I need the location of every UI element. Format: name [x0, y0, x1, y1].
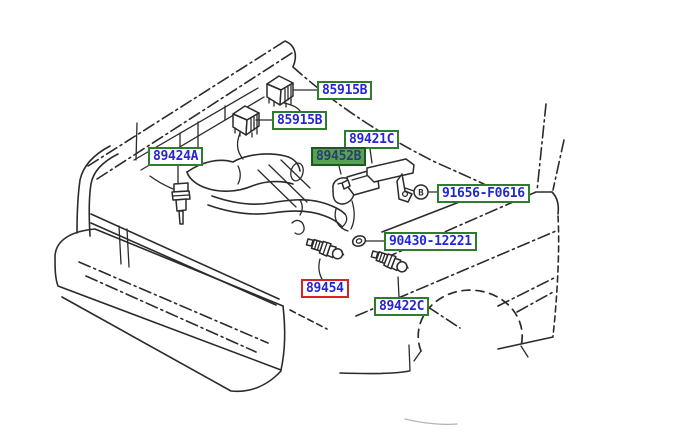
sensor-89422c: [370, 250, 409, 273]
wheel-arch: [413, 289, 529, 362]
relay-top: [266, 75, 294, 108]
part-label-85915b-top[interactable]: 85915B: [317, 81, 373, 100]
part-label-91656-f0616[interactable]: 91656-F0616: [437, 184, 530, 203]
part-label-89421c[interactable]: 89421C: [344, 130, 400, 149]
apillar-door-lines: [339, 103, 565, 425]
bolt-callout-b-letter: B: [418, 189, 424, 199]
hood-lines: [87, 40, 493, 233]
part-label-89422c[interactable]: 89422C: [374, 297, 430, 316]
relay-lower: [232, 105, 260, 138]
part-label-89454-highlighted[interactable]: 89454: [301, 279, 349, 298]
bolt-callout-b: B: [413, 184, 429, 200]
leader-lines: [177, 89, 438, 298]
gasket-90430: [351, 235, 367, 247]
part-label-89424a[interactable]: 89424A: [148, 147, 204, 166]
part-label-90430-12221[interactable]: 90430-12221: [384, 232, 477, 251]
sensor-89452b-assembly: [332, 158, 415, 232]
sensor-89454: [305, 238, 345, 260]
sensor-89424a: [149, 175, 191, 225]
front-end-lines: [54, 145, 286, 393]
part-label-85915b-lower[interactable]: 85915B: [272, 111, 328, 130]
part-label-89452b-selected[interactable]: 89452B: [311, 147, 367, 166]
intake-hoses: [186, 153, 348, 330]
